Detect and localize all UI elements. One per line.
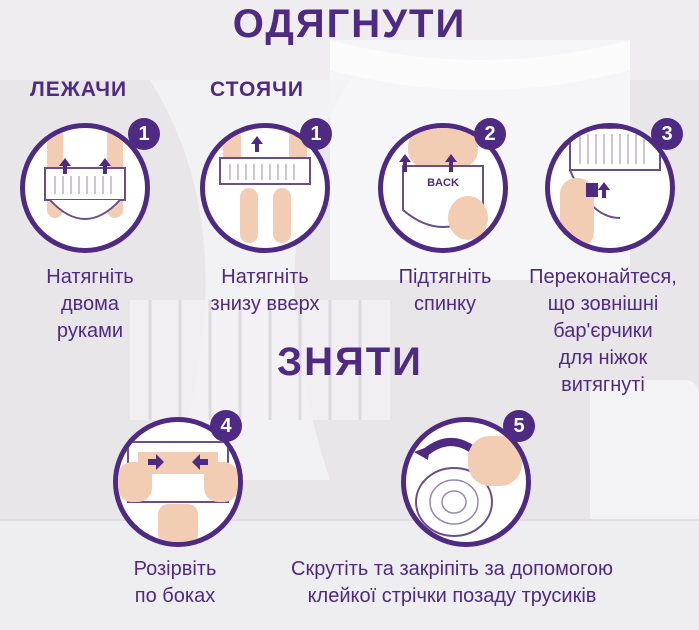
caption-line: Розірвіть bbox=[133, 558, 217, 580]
caption-line: двома bbox=[60, 293, 120, 315]
take-off-title: ЗНЯТИ bbox=[277, 340, 423, 384]
back-print: BACK bbox=[427, 177, 459, 189]
caption-line: Підтягніть bbox=[398, 266, 492, 288]
caption-line: бар'єрчики bbox=[553, 320, 653, 342]
caption-line: знизу вверх bbox=[210, 293, 320, 315]
step-caption: Підтягніть спинку bbox=[380, 264, 510, 318]
step-caption: Натягніть знизу вверх bbox=[200, 264, 330, 318]
caption-line: Переконайтеся, bbox=[529, 266, 677, 288]
step-badge: 3 bbox=[651, 118, 683, 150]
step-illustration-roll-up bbox=[401, 417, 531, 547]
step-illustration-back: BACK bbox=[378, 123, 508, 253]
step-badge: 5 bbox=[503, 410, 535, 442]
caption-line: для ніжок bbox=[558, 347, 648, 369]
step-caption: Переконайтеся, що зовнішні бар'єрчики дл… bbox=[518, 264, 688, 399]
caption-line: витягнуті bbox=[561, 374, 645, 396]
step-caption: Скрутіть та закріпіть за допомогою клейк… bbox=[262, 556, 642, 610]
caption-line: Натягніть bbox=[221, 266, 309, 288]
standing-label: СТОЯЧИ bbox=[210, 78, 304, 101]
caption-line: спинку bbox=[413, 293, 477, 315]
step-caption: Розірвіть по боках bbox=[110, 556, 240, 610]
step-illustration-lying bbox=[20, 123, 150, 253]
caption-line: Скрутіть та закріпіть за допомогою bbox=[291, 558, 613, 580]
step-caption: Натягніть двома руками bbox=[30, 264, 150, 345]
step-badge: 4 bbox=[210, 410, 242, 442]
put-on-title: ОДЯГНУТИ bbox=[232, 2, 467, 46]
caption-line: що зовнішні bbox=[547, 293, 659, 315]
step-badge: 2 bbox=[474, 118, 506, 150]
caption-line: по боках bbox=[134, 585, 216, 607]
lying-label: ЛЕЖАЧИ bbox=[30, 78, 128, 101]
caption-line: клейкої стрічки позаду трусиків bbox=[307, 585, 597, 607]
caption-line: руками bbox=[56, 320, 124, 342]
step-illustration-standing bbox=[200, 123, 330, 253]
caption-line: Натягніть bbox=[46, 266, 134, 288]
step-illustration-leg-cuffs bbox=[545, 123, 675, 253]
step-illustration-tear-sides bbox=[113, 417, 243, 547]
step-badge: 1 bbox=[300, 118, 332, 150]
step-badge: 1 bbox=[128, 118, 160, 150]
